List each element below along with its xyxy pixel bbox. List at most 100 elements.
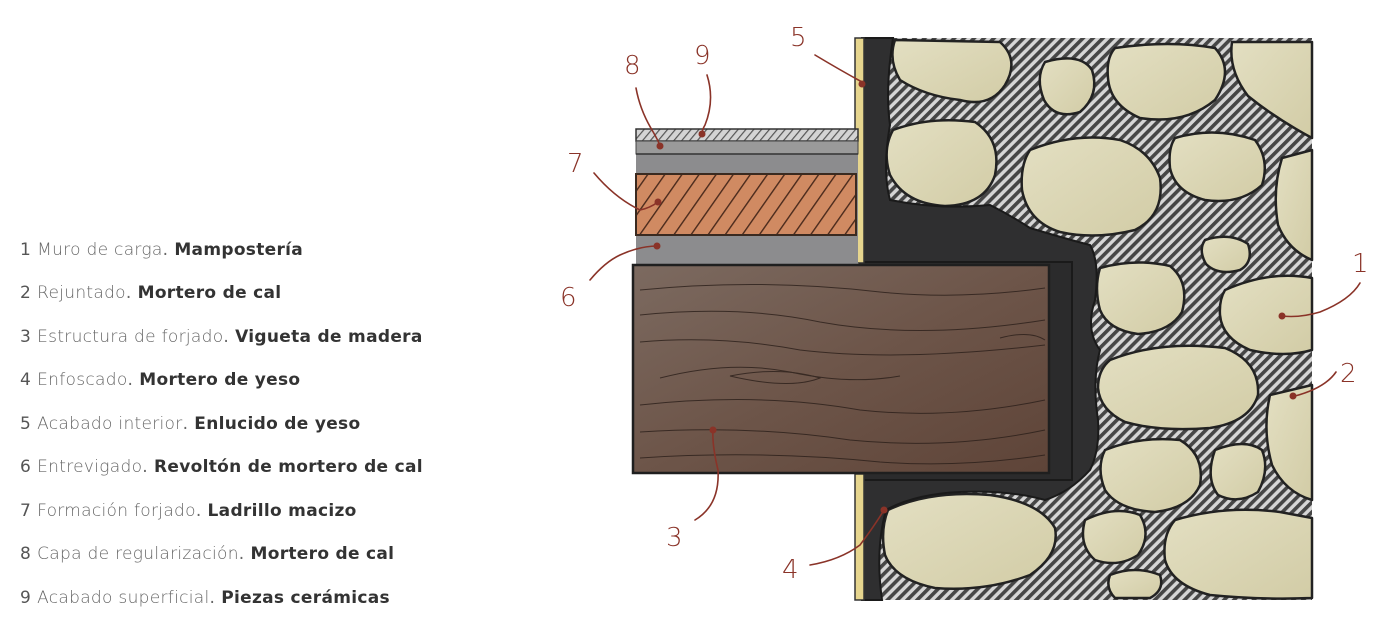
lime-mortar-screed xyxy=(635,140,859,155)
stone xyxy=(1099,437,1203,514)
callout-dot-9 xyxy=(698,130,706,138)
callout-label-5: 5 xyxy=(790,23,807,53)
legend-part-name: Formación forjado xyxy=(37,500,196,521)
masonry-stones xyxy=(881,38,1314,600)
leader-3 xyxy=(694,429,719,521)
legend-separator: . xyxy=(238,544,245,565)
legend-part-name: Entrevigado xyxy=(37,457,143,478)
stone xyxy=(1168,131,1267,203)
legend-number: 3 xyxy=(20,326,32,347)
stone xyxy=(1218,274,1314,356)
legend-material: Mortero de cal xyxy=(137,283,282,304)
legend-material: Mortero de cal xyxy=(250,544,395,565)
legend-number: 4 xyxy=(20,370,32,391)
legend-material: Mortero de yeso xyxy=(139,370,301,391)
legend-item-4: 4 Enfoscado. Mortero de yeso xyxy=(20,359,500,403)
legend-separator: . xyxy=(182,413,189,434)
callout-dot-6 xyxy=(653,242,661,250)
stone xyxy=(1209,442,1267,501)
callout-dot-3 xyxy=(709,426,717,434)
leader-2 xyxy=(1294,371,1337,397)
stone xyxy=(1107,568,1163,600)
legend-number: 1 xyxy=(20,239,32,260)
legend-part-name: Muro de carga xyxy=(37,239,163,260)
legend-item-9: 9 Acabado superficial. Piezas cerámicas xyxy=(20,576,500,620)
legend-number: 6 xyxy=(20,457,32,478)
legend-item-5: 5 Acabado interior. Enlucido de yeso xyxy=(20,402,500,446)
callout-dot-1 xyxy=(1278,312,1286,320)
stone xyxy=(891,38,1013,104)
legend-material: Vigueta de madera xyxy=(235,326,423,347)
stone xyxy=(1038,57,1096,116)
stone xyxy=(1106,42,1227,121)
leader-8 xyxy=(635,87,661,147)
stone xyxy=(1200,235,1251,274)
callout-label-1: 1 xyxy=(1352,249,1369,279)
legend-number: 2 xyxy=(20,283,32,304)
legend-number: 7 xyxy=(20,500,32,521)
leader-5 xyxy=(814,54,863,83)
callout-label-4: 4 xyxy=(782,555,799,585)
wood-grain xyxy=(639,283,1046,465)
legend-separator: . xyxy=(162,239,169,260)
legend-separator: . xyxy=(195,500,202,521)
stone xyxy=(885,118,998,208)
callout-dot-7 xyxy=(654,198,662,206)
leader-9 xyxy=(701,74,712,135)
grain-line xyxy=(639,310,1046,331)
stone xyxy=(1230,40,1314,140)
legend: 1 Muro de carga. Mampostería 2 Rejuntado… xyxy=(20,228,500,620)
callout-leaders xyxy=(589,54,1361,566)
callout-label-9: 9 xyxy=(694,41,711,71)
callout-label-3: 3 xyxy=(666,523,683,553)
legend-separator: . xyxy=(127,370,134,391)
legend-item-2: 2 Rejuntado. Mortero de cal xyxy=(20,272,500,316)
ceramic-tiles xyxy=(635,128,859,142)
callout-label-7: 7 xyxy=(567,149,584,179)
grain-line xyxy=(639,454,1046,465)
grain-line xyxy=(639,339,1046,356)
legend-material: Revoltón de mortero de cal xyxy=(154,457,423,478)
callout-label-8: 8 xyxy=(624,51,641,81)
leader-4 xyxy=(809,509,885,566)
stone xyxy=(1081,509,1147,565)
legend-number: 9 xyxy=(20,587,32,608)
legend-part-name: Acabado interior xyxy=(37,413,183,434)
stone xyxy=(1020,136,1162,237)
leader-6 xyxy=(589,245,658,281)
legend-material: Mampostería xyxy=(174,239,304,260)
stone xyxy=(1265,383,1314,502)
callout-dot-5 xyxy=(858,80,866,88)
legend-part-name: Enfoscado xyxy=(37,370,128,391)
callout-dot-4 xyxy=(880,506,888,514)
callout-label-2: 2 xyxy=(1340,359,1357,389)
stone xyxy=(1095,261,1186,336)
legend-item-7: 7 Formación forjado. Ladrillo macizo xyxy=(20,489,500,533)
callout-dot-2 xyxy=(1289,392,1297,400)
leader-1 xyxy=(1281,282,1361,318)
legend-item-1: 1 Muro de carga. Mampostería xyxy=(20,228,500,272)
legend-material: Ladrillo macizo xyxy=(207,500,357,521)
legend-material: Piezas cerámicas xyxy=(221,587,390,608)
wooden-joist xyxy=(631,263,1051,475)
legend-separator: . xyxy=(209,587,216,608)
legend-number: 8 xyxy=(20,544,32,565)
legend-part-name: Capa de regularización xyxy=(37,544,239,565)
legend-separator: . xyxy=(125,283,132,304)
legend-separator: . xyxy=(223,326,230,347)
legend-part-name: Acabado superficial xyxy=(37,587,210,608)
legend-item-3: 3 Estructura de forjado. Vigueta de made… xyxy=(20,315,500,359)
legend-part-name: Rejuntado xyxy=(37,283,126,304)
legend-item-8: 8 Capa de regularización. Mortero de cal xyxy=(20,533,500,577)
stone xyxy=(881,492,1057,591)
callout-dots xyxy=(653,80,1297,514)
grain-line xyxy=(639,429,1046,444)
grain-line xyxy=(639,399,1046,414)
gypsum-plaster-finish xyxy=(854,473,865,601)
legend-separator: . xyxy=(142,457,148,478)
stone xyxy=(1274,148,1314,262)
solid-brick xyxy=(635,173,857,236)
grain-line xyxy=(639,283,1046,296)
legend-material: Enlucido de yeso xyxy=(194,413,361,434)
legend-item-6: 6 Entrevigado. Revoltón de mortero de ca… xyxy=(20,446,500,490)
